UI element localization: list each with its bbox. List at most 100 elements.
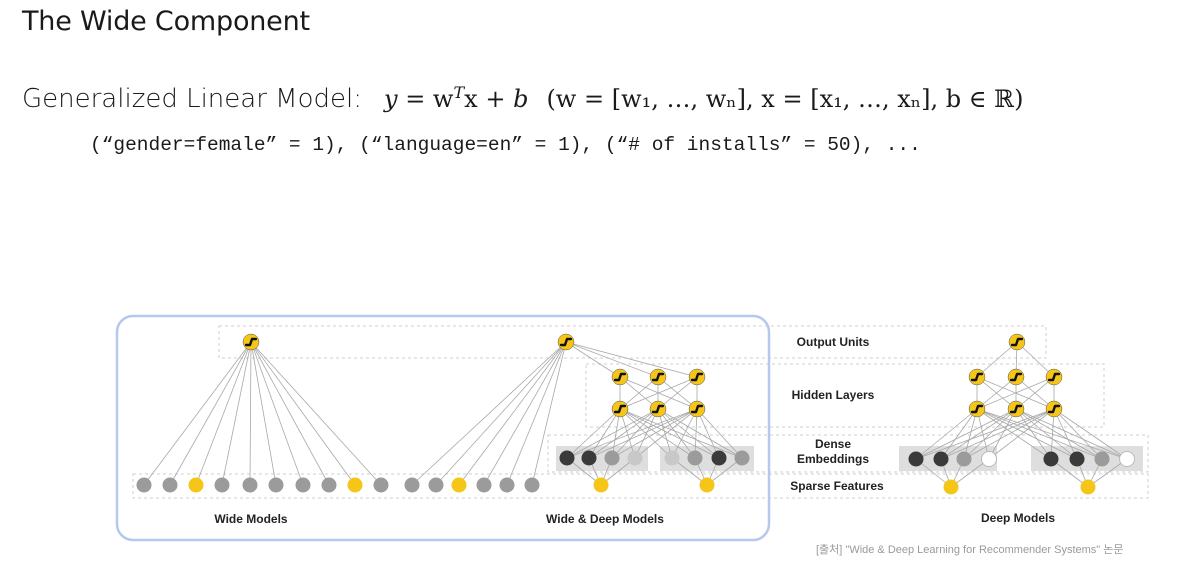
activation-glyph bbox=[613, 372, 627, 382]
edge-line bbox=[976, 408, 1103, 460]
edge-line bbox=[566, 408, 698, 459]
edge-line bbox=[940, 408, 978, 460]
edge-line bbox=[619, 408, 673, 459]
edge-line bbox=[250, 341, 277, 486]
wide-deep-highlight-box bbox=[115, 314, 771, 542]
edge-line bbox=[249, 341, 252, 486]
activation-glyph bbox=[1047, 404, 1061, 414]
edge-line bbox=[1015, 408, 1052, 460]
edge-line bbox=[411, 341, 567, 486]
edge-line bbox=[1015, 376, 1055, 410]
edge-line bbox=[671, 408, 698, 459]
edge-line bbox=[250, 341, 330, 486]
formula-b: b bbox=[513, 85, 529, 113]
feature-example-line: (“gender=female” = 1), (“language=en” = … bbox=[90, 134, 921, 156]
caption-wide-models: Wide Models bbox=[214, 512, 288, 526]
edge-line bbox=[531, 341, 567, 486]
formula-rest: x + bbox=[464, 85, 514, 113]
edge-line bbox=[619, 376, 698, 410]
edge-line bbox=[976, 408, 1128, 460]
gray-node bbox=[687, 450, 703, 466]
activation-glyph bbox=[651, 372, 665, 382]
edge-line bbox=[619, 408, 743, 459]
gray-node bbox=[428, 477, 444, 493]
edge-line bbox=[250, 341, 304, 486]
sparse-row-guide bbox=[132, 473, 1149, 499]
formula-eq: = w bbox=[397, 85, 454, 113]
hidden-row-guide bbox=[585, 363, 1105, 428]
dark-node bbox=[1069, 451, 1085, 467]
gray-node bbox=[242, 477, 258, 493]
edge-line bbox=[611, 408, 621, 459]
edge-line bbox=[696, 408, 720, 459]
edge-line bbox=[250, 341, 356, 486]
edge-line bbox=[195, 341, 252, 486]
edge-line bbox=[619, 408, 696, 459]
edge-line bbox=[657, 408, 673, 459]
edge-line bbox=[976, 341, 1018, 378]
yellow-node bbox=[1080, 479, 1096, 495]
edge-line bbox=[588, 408, 621, 459]
edge-line bbox=[619, 408, 636, 459]
edge-line bbox=[458, 341, 567, 486]
glm-label: Generalized Linear Model: bbox=[22, 84, 362, 114]
gray-node bbox=[214, 477, 230, 493]
diagram-edges bbox=[143, 341, 1128, 488]
edge-line bbox=[976, 376, 1055, 410]
dark-node bbox=[908, 451, 924, 467]
light-node bbox=[664, 450, 680, 466]
edge-line bbox=[657, 408, 743, 459]
edge-line bbox=[565, 341, 621, 378]
caption-wide-deep-models: Wide & Deep Models bbox=[546, 512, 664, 526]
activation-glyph bbox=[559, 337, 573, 347]
activation-glyph bbox=[1009, 372, 1023, 382]
edge-line bbox=[976, 408, 1052, 460]
edge-line bbox=[976, 408, 1078, 460]
diagram-background bbox=[115, 314, 1149, 542]
edge-line bbox=[1016, 341, 1055, 378]
edge-line bbox=[565, 341, 698, 378]
gray-node bbox=[476, 477, 492, 493]
gray-node bbox=[1094, 451, 1110, 467]
edge-line bbox=[169, 341, 252, 486]
label-dense: Dense bbox=[815, 437, 851, 451]
label-embeddings: Embeddings bbox=[797, 452, 869, 466]
activation-glyph bbox=[1010, 337, 1024, 347]
edge-line bbox=[940, 408, 1017, 460]
diagram-labels: Output Units Hidden Layers Dense Embeddi… bbox=[214, 335, 1055, 526]
edge-line bbox=[976, 408, 990, 460]
edge-line bbox=[1015, 408, 1078, 460]
glm-params: (w = [w₁, …, wₙ], x = [x₁, …, xₙ], b ∈ ℝ… bbox=[546, 85, 1024, 113]
formula-y: y bbox=[384, 85, 398, 113]
edge-line bbox=[221, 341, 252, 486]
activation-glyph bbox=[651, 404, 665, 414]
activation-glyph bbox=[690, 372, 704, 382]
white-node bbox=[1119, 451, 1135, 467]
activation-glyph bbox=[970, 372, 984, 382]
yellow-node bbox=[188, 477, 204, 493]
label-hidden-layers: Hidden Layers bbox=[792, 388, 875, 402]
edge-line bbox=[657, 408, 720, 459]
formula-transpose: T bbox=[453, 83, 465, 102]
edge-line bbox=[611, 408, 698, 459]
gray-node bbox=[604, 450, 620, 466]
edge-line bbox=[143, 341, 252, 486]
dark-node bbox=[1043, 451, 1059, 467]
edge-line bbox=[619, 408, 720, 459]
edge-line bbox=[634, 408, 698, 459]
activation-glyph bbox=[244, 337, 258, 347]
gray-node bbox=[162, 477, 178, 493]
edge-line bbox=[940, 408, 1055, 460]
edge-line bbox=[1053, 408, 1128, 460]
edge-line bbox=[1050, 458, 1089, 488]
edge-line bbox=[566, 408, 659, 459]
edge-line bbox=[619, 376, 659, 410]
edge-line bbox=[963, 408, 978, 460]
gray-node bbox=[321, 477, 337, 493]
output-row-guide bbox=[218, 325, 1047, 359]
activation-glyph bbox=[613, 404, 627, 414]
activation-glyph bbox=[1009, 404, 1023, 414]
edge-line bbox=[1050, 408, 1055, 460]
label-sparse-features: Sparse Features bbox=[790, 479, 884, 493]
